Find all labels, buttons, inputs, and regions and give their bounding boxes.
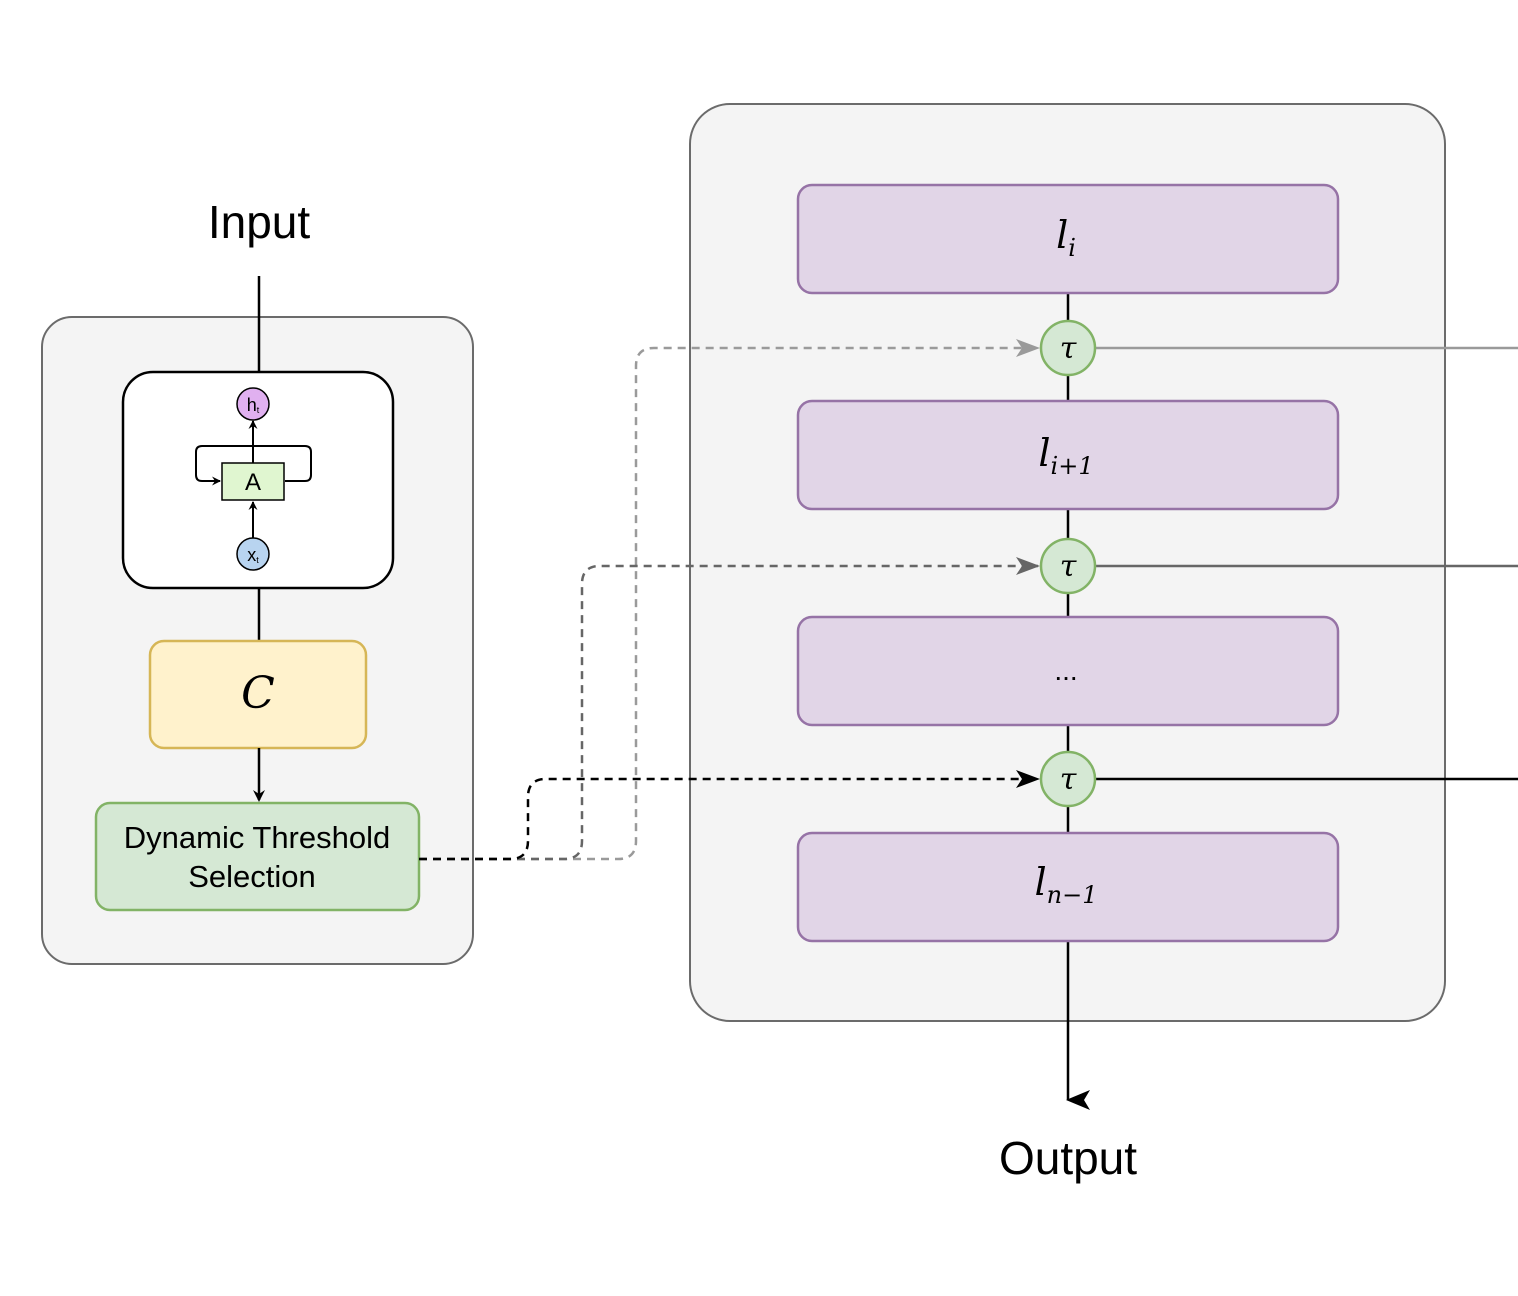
threshold-gate-1-label: τ: [1060, 331, 1077, 366]
threshold-gate-1: [1039, 319, 1097, 377]
layer-box-1: [796, 183, 1340, 295]
threshold-gate-3-label: τ: [1060, 762, 1077, 797]
threshold-selection-line1: Dynamic Threshold: [124, 820, 390, 855]
threshold-gate-2: [1039, 537, 1097, 595]
dashed-connector-middle: [419, 557, 1040, 861]
layer-label-2: li+1: [1038, 431, 1093, 480]
classifier-label: C: [241, 668, 275, 719]
output-label: Output: [999, 1132, 1137, 1184]
cell-a-label: A: [245, 469, 261, 496]
layer-box-3: [796, 615, 1340, 727]
dashed-connector-top: [419, 339, 1040, 861]
threshold-selection-box: [94, 801, 421, 912]
input-node: [236, 537, 270, 571]
hidden-state-label: ht: [247, 395, 260, 415]
dashed-connector-bottom: [419, 770, 1040, 861]
layer-label-ellipsis: ...: [1054, 655, 1077, 686]
threshold-selection-line2: Selection: [188, 859, 316, 894]
layer-box-2: [796, 399, 1340, 511]
layer-label-4: ln−1: [1035, 860, 1098, 909]
layer-box-4: [796, 831, 1340, 943]
cell-a: [221, 462, 285, 501]
input-node-label: xt: [247, 545, 259, 565]
hidden-state-node: [236, 387, 270, 421]
threshold-gate-3: [1039, 750, 1097, 808]
layer-label-1: li: [1056, 213, 1076, 262]
input-label: Input: [208, 196, 311, 248]
threshold-gate-2-label: τ: [1060, 549, 1077, 584]
